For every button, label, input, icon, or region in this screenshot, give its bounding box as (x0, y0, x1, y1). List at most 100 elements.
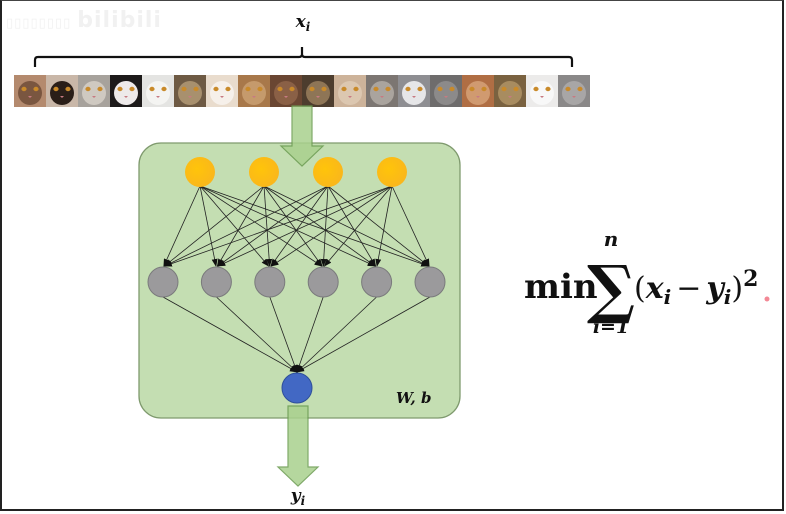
cat-nose (572, 96, 576, 98)
cat-eye (149, 86, 155, 92)
cat-face (306, 81, 330, 105)
formula-sigma: ∑ (587, 252, 635, 327)
cat-eye (225, 86, 231, 92)
cat-nose (444, 96, 448, 98)
cat-face (178, 81, 202, 105)
cat-eye (181, 86, 187, 92)
edge-input-4-hidden-1 (163, 185, 393, 267)
cat-eye (533, 86, 539, 92)
hidden-node-1 (147, 266, 179, 298)
network-nodes (147, 157, 446, 404)
watermark-prefix: ▯▯▯▯▯▯▯▯ (6, 16, 72, 31)
cat-face (146, 81, 170, 105)
cat-tile-cat-calico-persian (206, 75, 238, 107)
cat-eye (117, 86, 123, 92)
edge-input-3-hidden-1 (163, 185, 329, 267)
cat-tile-cat-tabby-silver (78, 75, 110, 107)
output-node (281, 372, 313, 404)
output-arrow (276, 405, 320, 487)
cat-eye (321, 86, 327, 92)
cat-face (338, 81, 362, 105)
input-node-2 (249, 157, 279, 187)
cat-eye (21, 86, 27, 92)
cat-tile-cat-orange-persian (238, 75, 270, 107)
edge-input-3-hidden-4 (320, 185, 329, 267)
edge-input-3-hidden-5 (327, 185, 377, 267)
cat-face (434, 81, 458, 105)
cat-eye (501, 86, 507, 92)
cat-tile-cat-grey-white (398, 75, 430, 107)
cat-tile-cat-chocolate (270, 75, 302, 107)
cat-nose (188, 96, 192, 98)
hidden-node-3 (254, 266, 286, 298)
hidden-node-6 (414, 266, 446, 298)
edge-input-3-hidden-2 (217, 185, 329, 267)
cat-tile-cat-tabby-brown (174, 75, 206, 107)
cat-eye (373, 86, 379, 92)
cat-nose (28, 96, 32, 98)
cat-tile-cat-siamese-1 (14, 75, 46, 107)
cat-eye (309, 86, 315, 92)
network-edges (162, 185, 431, 373)
formula-body: (xi−yi)2 (634, 266, 758, 309)
input-node-3 (313, 157, 343, 187)
cat-eye (277, 86, 283, 92)
cat-nose (156, 96, 160, 98)
cat-face (274, 81, 298, 105)
cat-eye (565, 86, 571, 92)
edge-input-4-hidden-4 (323, 185, 393, 267)
edge-input-3-hidden-3 (270, 185, 329, 267)
formula-min: min (524, 267, 598, 307)
cat-eye (97, 86, 103, 92)
edge-input-4-hidden-2 (217, 185, 393, 267)
cat-nose (284, 96, 288, 98)
edge-hidden-6-output (296, 296, 431, 373)
cat-face (50, 81, 74, 105)
watermark: ▯▯▯▯▯▯▯▯bilibili (6, 8, 162, 33)
edge-hidden-4-output (296, 296, 324, 373)
edge-input-1-hidden-2 (199, 185, 218, 267)
edge-input-2-hidden-5 (263, 185, 376, 267)
cat-nose (316, 96, 320, 98)
edge-input-1-hidden-3 (199, 185, 270, 267)
cat-eye (481, 86, 487, 92)
cat-eye (257, 86, 263, 92)
cat-face (114, 81, 138, 105)
cat-face (370, 81, 394, 105)
cat-nose (92, 96, 96, 98)
cat-eye (545, 86, 551, 92)
cat-nose (60, 96, 64, 98)
edge-input-2-hidden-1 (163, 185, 265, 267)
cat-tile-cat-cream (334, 75, 366, 107)
cat-eye (245, 86, 251, 92)
hidden-node-4 (307, 266, 339, 298)
cat-face (466, 81, 490, 105)
formula-sum-upper: n (604, 227, 619, 251)
cat-nose (348, 96, 352, 98)
hidden-node-5 (361, 266, 393, 298)
cat-eye (385, 86, 391, 92)
hidden-node-2 (200, 266, 232, 298)
edge-input-4-hidden-6 (391, 185, 430, 267)
edge-input-2-hidden-3 (263, 185, 273, 267)
cat-eye (85, 86, 91, 92)
edge-input-4-hidden-5 (375, 185, 393, 267)
cat-tile-cat-grey (558, 75, 590, 107)
cat-eye (417, 86, 423, 92)
params-label: W, b (396, 389, 431, 407)
cat-eye (129, 86, 135, 92)
cat-nose (508, 96, 512, 98)
output-label: yi (290, 486, 306, 508)
edge-hidden-3-output (269, 296, 298, 373)
cat-tile-cat-bicolor-black (110, 75, 142, 107)
cat-face (402, 81, 426, 105)
cat-eye (437, 86, 443, 92)
cat-nose (412, 96, 416, 98)
cat-tile-cat-ginger (462, 75, 494, 107)
cat-nose (252, 96, 256, 98)
edge-hidden-1-output (162, 296, 298, 373)
cat-eye (405, 86, 411, 92)
cat-face (18, 81, 42, 105)
cat-nose (124, 96, 128, 98)
